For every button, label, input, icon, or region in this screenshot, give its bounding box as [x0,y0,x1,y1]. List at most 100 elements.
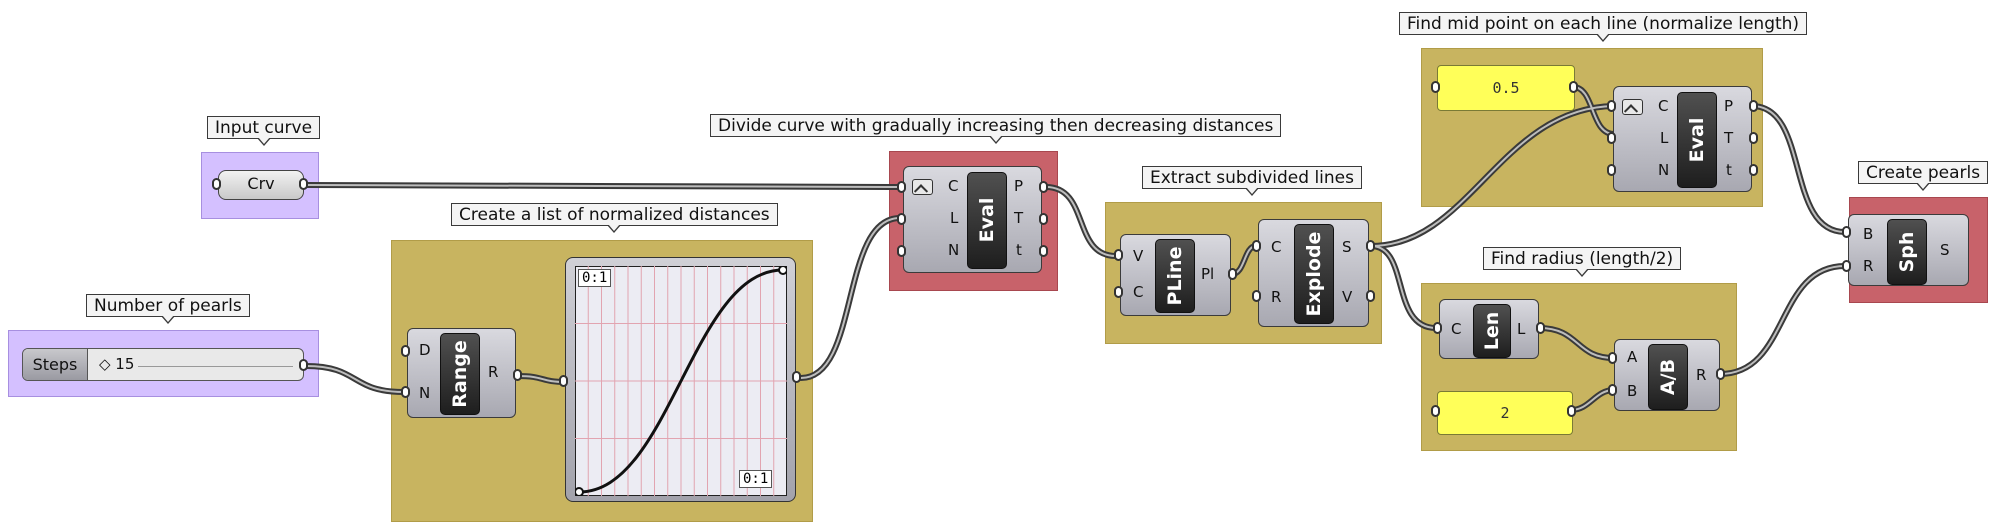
steps-slider[interactable]: Steps ◇ 15 [22,348,304,381]
eval1-input-n-grip[interactable] [897,245,906,257]
eval1-output-t-grip[interactable] [1039,213,1048,225]
eval2-output-t: T [1724,129,1734,147]
range-output-r: R [488,363,499,381]
pline-name: PLine [1164,246,1186,306]
panel-half-output-grip[interactable] [1569,81,1578,93]
eval2-input-l: L [1660,129,1669,147]
eval2-input-n: N [1658,161,1670,179]
eval2-input-c-grip[interactable] [1607,100,1616,112]
graph-input-grip[interactable] [559,375,568,387]
crv-input-grip[interactable] [212,178,221,190]
graph-plot[interactable] [575,266,787,496]
div-input-a-grip[interactable] [1608,352,1617,364]
label-extract-lines: Extract subdivided lines [1142,166,1362,196]
pline-component[interactable]: V C PLine Pl [1120,234,1231,316]
sph-input-b: B [1863,225,1874,243]
len-name: Len [1481,311,1503,351]
sphere-component[interactable]: B R Sph S [1848,214,1969,286]
label-radius: Find radius (length/2) [1483,247,1682,277]
panel-two-input-grip[interactable] [1431,405,1440,417]
range-input-n: N [419,384,431,402]
len-input-c: C [1451,320,1462,338]
range-output-r-grip[interactable] [513,369,522,381]
label-number-of-pearls: Number of pearls [86,294,250,324]
eval1-output-p-grip[interactable] [1039,181,1048,193]
eval2-input-c: C [1658,97,1669,115]
sph-input-r-grip[interactable] [1842,260,1851,272]
eval1-name: Eval [976,197,998,243]
eval1-input-c-grip[interactable] [897,181,906,193]
label-mid-point: Find mid point on each line (normalize l… [1399,12,1808,42]
pline-input-v: V [1133,247,1144,265]
eval1-input-l-grip[interactable] [897,213,906,225]
steps-label: Steps [23,349,88,380]
panel-half[interactable]: 0.5 [1437,65,1575,111]
steps-value: ◇ 15 [99,355,135,373]
crv-label: Crv [247,174,275,193]
eval2-input-l-grip[interactable] [1607,132,1616,144]
eval2-output-tt: t [1726,161,1732,179]
panel-two[interactable]: 2 [1437,391,1573,435]
graph-output-grip[interactable] [792,371,801,383]
eval2-name-block: Eval [1677,92,1717,188]
wire-steps-to-range [303,363,407,395]
eval2-output-tt-grip[interactable] [1749,164,1758,176]
range-input-d: D [419,341,431,359]
panel-half-input-grip[interactable] [1431,81,1440,93]
eval1-output-t: T [1014,209,1024,227]
explode-output-v-grip[interactable] [1366,290,1375,302]
explode-output-s-grip[interactable] [1366,240,1375,252]
range-input-n-grip[interactable] [401,386,410,398]
eval2-name: Eval [1686,117,1708,163]
flip-icon[interactable] [912,179,933,195]
explode-input-c-grip[interactable] [1252,240,1261,252]
pline-input-v-grip[interactable] [1114,249,1123,261]
graph-mapper[interactable]: 0:1 0:1 [565,257,796,502]
eval1-input-c: C [948,177,959,195]
wire-graph-to-eval [798,215,903,381]
len-name-block: Len [1473,304,1511,358]
wire-eval2-to-sph [1749,103,1848,235]
len-output-l-grip[interactable] [1536,322,1545,334]
eval1-input-n: N [948,241,960,259]
eval2-output-p-grip[interactable] [1749,100,1758,112]
explode-input-r-grip[interactable] [1252,290,1261,302]
eval-component-2[interactable]: C L N Eval P T t [1613,86,1752,192]
range-name-block: Range [440,333,480,415]
label-normalized-distances: Create a list of normalized distances [451,203,778,233]
eval1-output-tt-grip[interactable] [1039,245,1048,257]
steps-output-grip[interactable] [299,359,308,371]
sph-input-r: R [1863,257,1874,275]
explode-component[interactable]: C R Explode S V [1258,219,1369,327]
sph-input-b-grip[interactable] [1842,226,1851,238]
pline-name-block: PLine [1155,239,1195,313]
div-output-r: R [1696,366,1707,384]
len-component[interactable]: C Len L [1439,299,1539,359]
crv-parameter[interactable]: Crv [218,170,304,200]
len-input-c-grip[interactable] [1433,322,1442,334]
div-name: A/B [1657,358,1679,396]
flip-icon[interactable] [1622,99,1643,115]
sph-output-s: S [1940,241,1950,259]
div-input-b-grip[interactable] [1608,384,1617,396]
graph-end-handle [778,266,787,275]
pline-input-c-grip[interactable] [1114,286,1123,298]
div-input-b: B [1627,382,1638,400]
crv-output-grip[interactable] [299,178,308,190]
panel-two-output-grip[interactable] [1567,405,1576,417]
pline-input-c: C [1133,283,1144,301]
range-name: Range [449,340,471,408]
div-output-r-grip[interactable] [1716,368,1725,380]
eval1-name-block: Eval [967,172,1007,269]
range-input-d-grip[interactable] [401,345,410,357]
pline-output-pl-grip[interactable] [1228,268,1237,280]
pline-output-pl: Pl [1201,265,1215,283]
slider-track[interactable] [138,366,293,367]
divide-component[interactable]: A B A/B R [1614,339,1720,411]
explode-name-block: Explode [1294,224,1334,324]
eval2-input-n-grip[interactable] [1607,164,1616,176]
eval-component-1[interactable]: C L N Eval P T t [903,166,1042,273]
range-component[interactable]: D N Range R [407,328,516,418]
eval2-output-t-grip[interactable] [1749,132,1758,144]
eval2-output-p: P [1724,97,1734,115]
